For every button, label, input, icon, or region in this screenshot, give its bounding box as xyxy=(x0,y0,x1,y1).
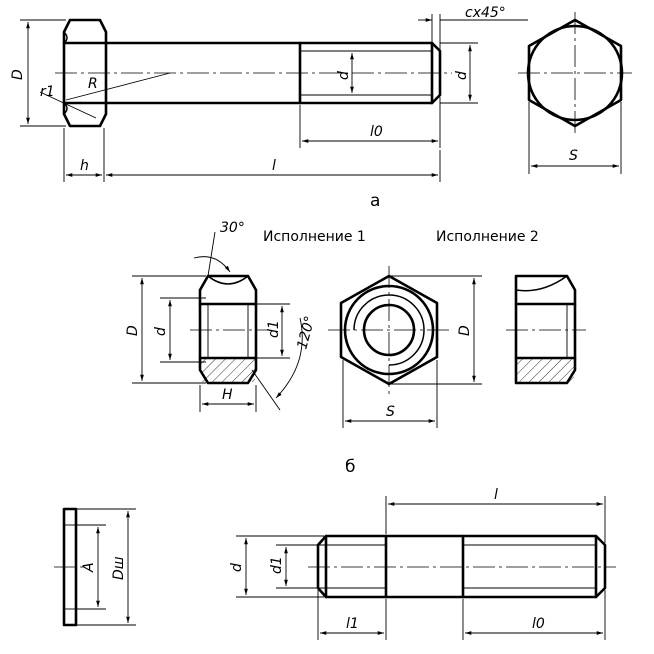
bolt-dim-r1: r1 xyxy=(39,84,97,119)
nut-dim-H: H xyxy=(199,385,257,412)
nut-d-label: d xyxy=(153,327,169,336)
nut-dim-30: 30° xyxy=(193,220,245,277)
bolt-head-end-view xyxy=(518,12,632,134)
nut-dim-d1: d1 xyxy=(256,303,290,359)
bolt-d-end-label: d xyxy=(454,71,470,80)
nut-angle120-label: 120° xyxy=(294,314,318,351)
bolt-h-label: h xyxy=(80,158,89,174)
bolt-d-thread-label: d xyxy=(336,71,352,80)
nut-D-label: D xyxy=(125,325,141,336)
bolt-chamfer-label: cx45° xyxy=(465,5,506,21)
bolt-dim-S: S xyxy=(528,102,622,174)
stud-view xyxy=(308,534,616,599)
bolt-dim-chamfer: cx45° xyxy=(418,5,528,51)
nut-front-view xyxy=(328,266,450,394)
stud-dim-l0: l0 xyxy=(462,590,606,640)
bolt-l-label: l xyxy=(272,158,276,174)
nut-variant-2-view xyxy=(506,274,586,385)
bolt-S-label: S xyxy=(569,148,578,164)
section-label-b: б xyxy=(345,457,355,477)
nut-D-front-label: D xyxy=(457,325,473,336)
caption-variant-2: Исполнение 2 xyxy=(436,229,539,245)
bolt-dim-l: l xyxy=(106,150,441,182)
bolt-dim-d-thread: d xyxy=(336,53,354,93)
bolt-dim-D: D xyxy=(10,19,66,127)
washer-dim-Dw: Dш xyxy=(76,508,136,626)
bolt-side-view xyxy=(55,18,452,128)
stud-dim-d1: d1 xyxy=(269,544,326,589)
washer-dim-A: A xyxy=(76,524,106,610)
nut-H-label: H xyxy=(222,387,233,403)
bolt-l0-label: l0 xyxy=(370,124,383,140)
bolt-dim-l0: l0 xyxy=(299,97,441,148)
stud-l1-label: l1 xyxy=(346,616,359,632)
nut-d1-label: d1 xyxy=(266,320,282,338)
stud-l-label: l xyxy=(494,487,498,503)
nut-angle30-label: 30° xyxy=(220,220,245,236)
nut-S-label: S xyxy=(386,404,395,420)
nut-dim-120: 120° xyxy=(251,314,319,411)
nut-dim-D: D xyxy=(125,275,206,384)
nut-section-view xyxy=(190,274,268,385)
nut-dim-D-front: D xyxy=(391,275,482,385)
caption-variant-1: Исполнение 1 xyxy=(263,229,366,245)
bolt-D-label: D xyxy=(10,69,26,80)
bolt-dim-h: h xyxy=(63,128,105,182)
washer-Dw-label: Dш xyxy=(111,556,127,580)
section-label-a: а xyxy=(370,191,380,211)
stud-d1-label: d1 xyxy=(269,556,285,574)
stud-dim-d: d xyxy=(229,535,324,598)
nut-dim-S: S xyxy=(342,360,438,428)
bolt-dim-d-end: d xyxy=(440,42,478,104)
stud-d-label: d xyxy=(229,563,245,572)
stud-dim-l: l xyxy=(385,487,606,543)
bolt-r1-label: r1 xyxy=(40,84,55,100)
washer-A-label: A xyxy=(81,562,97,573)
stud-dim-l1: l1 xyxy=(317,590,387,640)
washer-view xyxy=(54,507,86,627)
stud-l0-label: l0 xyxy=(532,616,545,632)
bolt-R-label: R xyxy=(88,76,98,92)
nut-dim-d: d xyxy=(153,297,206,363)
